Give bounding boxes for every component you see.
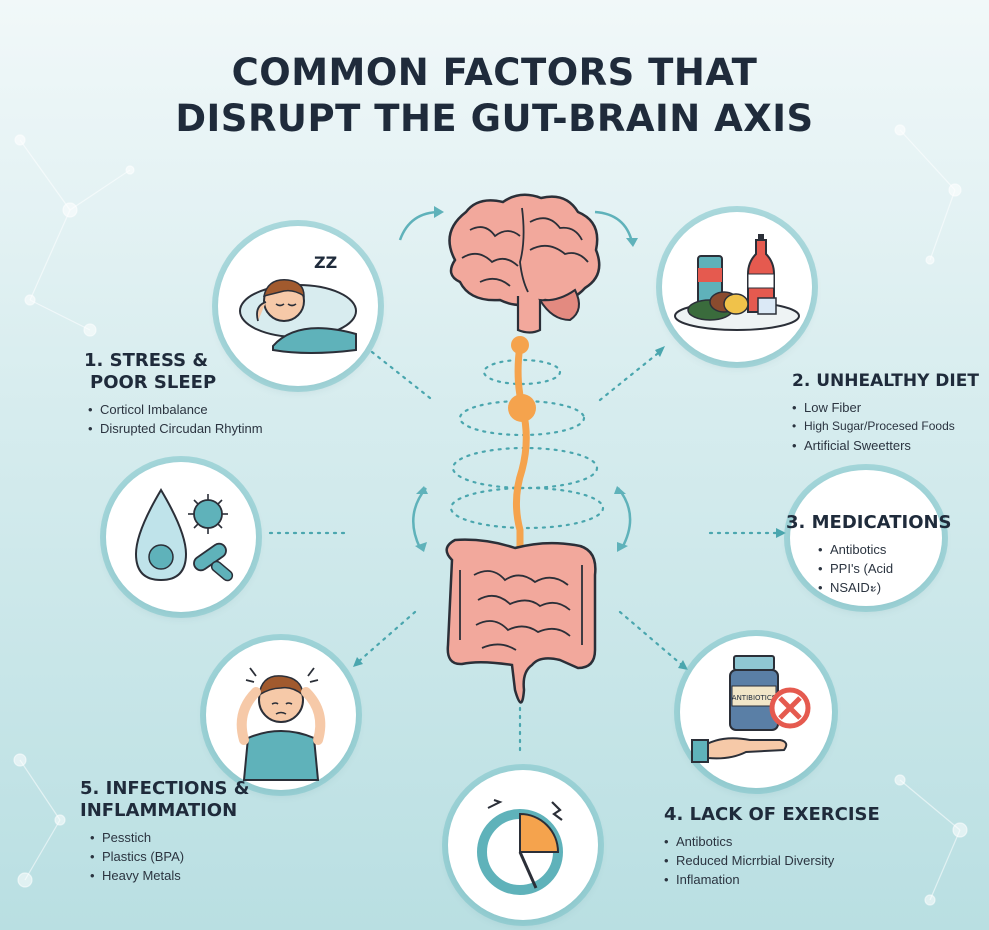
factor-4-heading: 4. LACK OF EXERCISE [664,804,880,825]
virus-droplet-icon [134,488,234,582]
pill-bottle-no-icon: ANTIBIOTICS [691,655,811,763]
factor-4-label: 4. LACK OF EXERCISE Antibotics Reduced M… [664,804,904,889]
factor-3-heading: 3. MEDICATIONS [786,512,952,533]
factor-2-label: 2. UNHEALTHY DIET Low Fiber High Sugar/P… [792,370,987,455]
sleeping-person-icon: ZZ [239,253,357,354]
factor-4-list: Antibotics Reduced Micrrbial Diversity I… [664,832,904,889]
clock-icon [477,799,563,895]
factor-5-list: Pesstich Plastics (BPA) Heavy Metals [90,828,340,885]
factor-4-item: Inflamation [664,870,904,889]
stress-illustration-circle [206,640,356,790]
factor-5-heading-line-1: 5. INFECTIONS & [80,778,250,799]
factor-2-item: Low Fiber [792,398,987,417]
sleep-illustration-circle: ZZ [218,226,378,386]
factor-1-item: Disrupted Circudan Rhytinm [88,419,324,438]
factor-2-heading: 2. UNHEALTHY DIET [792,371,979,391]
factor-1-item: Corticol Imbalance [88,400,324,419]
factor-5-heading: 5. INFECTIONS & INFLAMMATION [80,778,340,822]
sleep-zz-text: ZZ [314,253,337,272]
junk-food-icon [674,234,800,331]
medicine-label-text: ANTIBIOTICS [732,694,777,702]
dotted-connectors [268,348,780,752]
factor-2-item: High Sugar/Procesed Foods [792,417,987,436]
factor-3-item: Antibotics [818,540,956,559]
medicine-illustration-circle: ANTIBIOTICS [680,636,832,788]
factor-3-item: PPI's (Acid [818,559,956,578]
factor-2-list: Low Fiber High Sugar/Procesed Foods Arti… [792,398,987,455]
factor-2-item: Artificial Sweetters [792,436,987,455]
clock-illustration-circle [448,770,598,920]
factor-3-list: Antibotics PPI's (Acid NSAIDะ) [818,540,956,597]
factor-5-item: Plastics (BPA) [90,847,340,866]
factor-1-list: Corticol Imbalance Disrupted Circudan Rh… [88,400,324,438]
diet-illustration-circle [662,212,812,362]
factor-5-heading-line-2: INFLAMMATION [80,800,238,821]
factor-1-heading-line-2: POOR SLEEP [90,372,217,393]
factor-3-item: NSAIDะ) [818,578,956,597]
factor-5-label: 5. INFECTIONS & INFLAMMATION Pesstich Pl… [80,778,340,885]
brain-icon [448,193,601,334]
title-line-2: DISRUPT THE GUT-BRAIN AXIS [175,97,814,140]
page-title: COMMON FACTORS THAT DISRUPT THE GUT-BRAI… [0,50,989,142]
connector-arrowheads [353,346,786,670]
vagus-nerve [449,336,605,564]
factor-5-item: Pesstich [90,828,340,847]
factor-1-label: 1. STRESS & POOR SLEEP Corticol Imbalanc… [84,350,324,438]
factor-5-item: Heavy Metals [90,866,340,885]
infection-illustration-circle [106,462,256,612]
stressed-person-icon [236,667,326,781]
intestines-icon [445,538,597,704]
factor-3-label: 3. MEDICATIONS Antibotics PPI's (Acid NS… [786,512,956,597]
title-line-1: COMMON FACTORS THAT [231,51,758,94]
factor-4-item: Reduced Micrrbial Diversity [664,851,904,870]
factor-1-heading: 1. STRESS & POOR SLEEP [84,350,324,394]
factor-4-item: Antibotics [664,832,904,851]
factor-1-heading-line-1: 1. STRESS & [84,350,209,371]
